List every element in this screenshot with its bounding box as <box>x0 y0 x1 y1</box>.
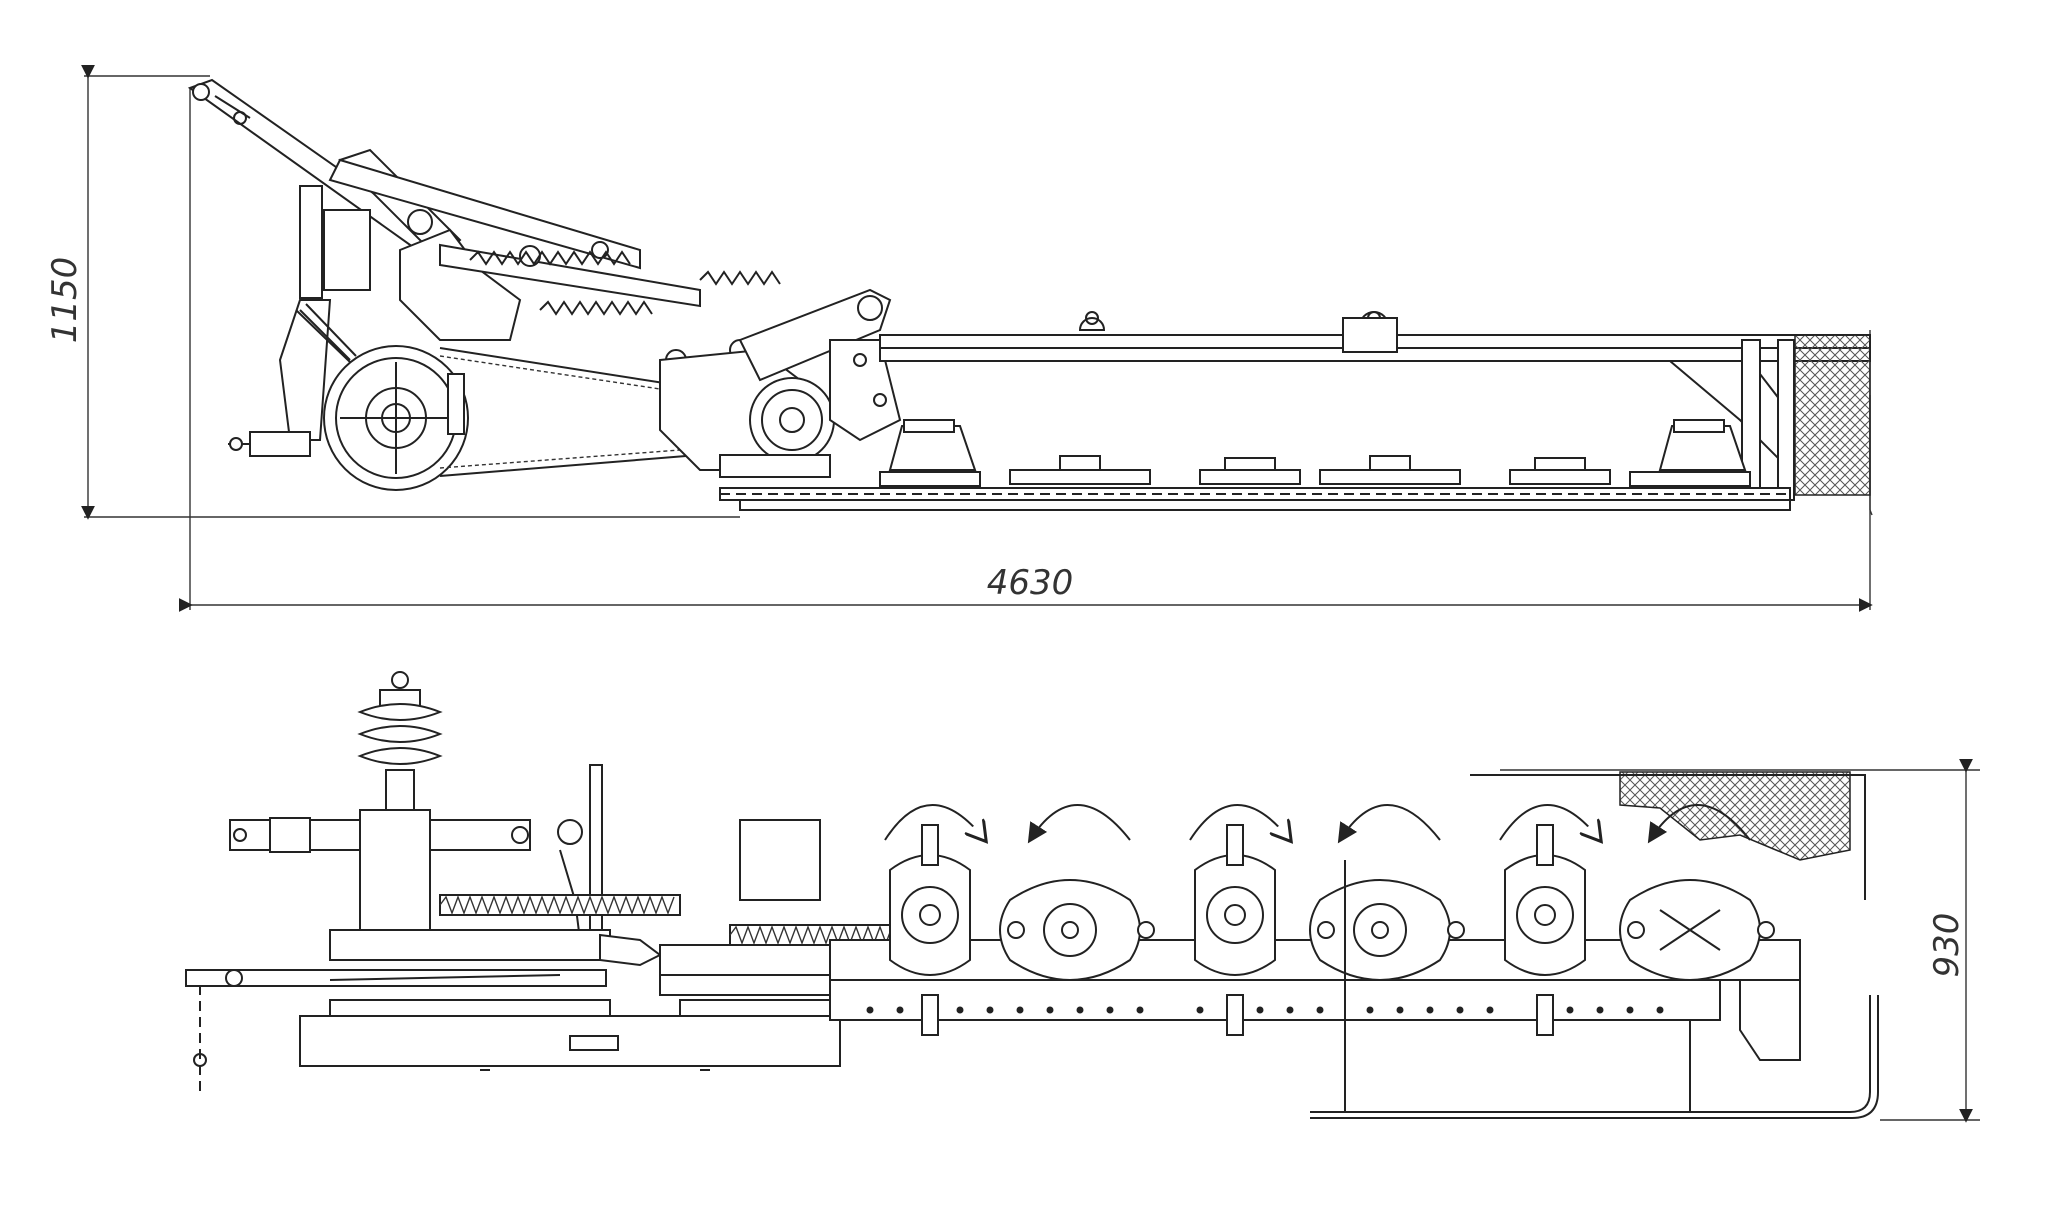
disc-top-1 <box>889 824 971 1036</box>
height-dimension: 1150 <box>45 64 740 520</box>
cutting-discs-top <box>889 824 1775 1036</box>
cutting-discs-side <box>879 419 1751 487</box>
main-beam <box>879 311 1871 501</box>
hatched-crop-zone-top <box>1619 771 1851 861</box>
hatched-crop-zone-side <box>1794 334 1871 496</box>
rotation-arrow-icon <box>1189 804 1290 840</box>
disc-side-1 <box>879 419 981 487</box>
disc-top-3 <box>1194 824 1276 1036</box>
rotation-arrow-icon <box>1647 804 1751 844</box>
width-dimension-label: 930 <box>1927 913 1967 978</box>
height-dimension-label: 1150 <box>45 257 85 344</box>
disc-side-6 <box>1629 419 1751 487</box>
drawbar <box>185 969 607 1091</box>
drive-wheel <box>323 345 469 491</box>
rotation-arrow-icon <box>1337 804 1441 844</box>
lift-frame <box>328 158 751 371</box>
disc-top-2 <box>999 879 1155 981</box>
gearbox-base <box>299 1015 841 1071</box>
outer-skid <box>1310 860 1879 1119</box>
top-view-drawing: 930 <box>185 671 1980 1123</box>
length-dimension-label: 4630 <box>987 563 1074 603</box>
width-dimension: 930 <box>1500 758 1980 1123</box>
rotation-arrows <box>884 804 1751 844</box>
disc-side-3 <box>1199 457 1301 485</box>
rotation-arrow-icon <box>884 804 985 840</box>
disc-top-5 <box>1504 824 1586 1036</box>
hitch-frame <box>228 148 462 457</box>
disc-side-4 <box>1319 455 1461 485</box>
length-dimension: 4630 <box>178 88 1873 612</box>
disc-top-6 <box>1619 879 1775 981</box>
disc-side-2 <box>1009 455 1151 485</box>
side-view-drawing: 1150 4630 <box>45 64 1873 612</box>
disc-side-5 <box>1509 457 1611 485</box>
gearbox-pulley <box>659 288 902 478</box>
rotation-arrow-icon <box>1499 804 1600 840</box>
cutter-bar-top <box>829 939 1801 1021</box>
rotation-arrow-icon <box>1027 804 1131 844</box>
cutter-bar-side <box>719 487 1791 511</box>
